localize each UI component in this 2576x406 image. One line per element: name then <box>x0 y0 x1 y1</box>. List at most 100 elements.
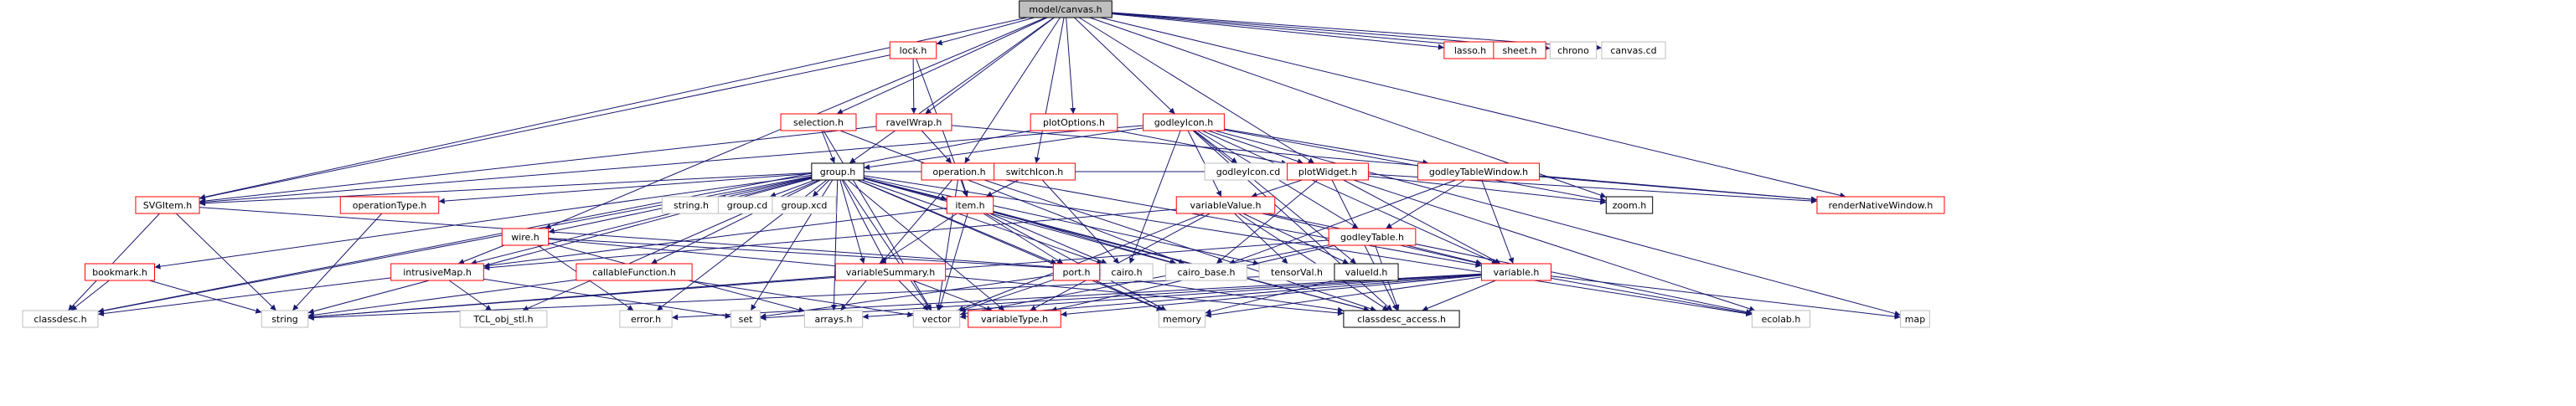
edge-canvas-to-switchIcon <box>1034 17 1065 164</box>
node-box <box>811 162 865 181</box>
node-TCL_obj_stl[interactable]: TCL_obj_stl.h <box>459 310 548 328</box>
node-label: variable.h <box>1494 267 1540 278</box>
edge-item-to-cairo <box>989 213 1107 265</box>
node-box <box>619 310 673 328</box>
node-box <box>1019 0 1112 18</box>
node-label: godleyIcon.cd <box>1216 167 1281 177</box>
node-operation[interactable]: operation.h <box>921 162 998 181</box>
edge-canvas-to-lasso <box>1112 13 1444 50</box>
node-tensorVal[interactable]: tensorVal.h <box>1258 263 1335 281</box>
node-variableValue[interactable]: variableValue.h <box>1175 196 1276 214</box>
node-zoom[interactable]: zoom.h <box>1605 196 1654 214</box>
node-box <box>1816 196 1945 214</box>
edge-selection-to-group <box>821 130 835 164</box>
node-canvascd[interactable]: canvas.cd <box>1601 41 1666 59</box>
node-variableSummary[interactable]: variableSummary.h <box>834 263 947 281</box>
edge-item-to-cairo_base <box>993 211 1177 265</box>
node-string[interactable]: string <box>261 310 309 328</box>
node-map[interactable]: map <box>1900 310 1930 328</box>
edge-selection-to-vector <box>823 130 932 311</box>
node-chrono[interactable]: chrono <box>1549 41 1598 59</box>
node-cairo[interactable]: cairo.h <box>1100 263 1154 281</box>
node-arrays[interactable]: arrays.h <box>803 310 864 328</box>
node-cairo_base[interactable]: cairo_base.h <box>1165 263 1247 281</box>
node-label: variableSummary.h <box>846 267 935 278</box>
edge-plotOptions-to-plotWidget <box>1117 130 1288 166</box>
edge-variable-to-memory <box>1205 276 1482 318</box>
node-godleyIconcd[interactable]: godleyIcon.cd <box>1204 162 1293 181</box>
edge-group-to-ecolab <box>864 175 1753 316</box>
node-renderNativeWindow[interactable]: renderNativeWindow.h <box>1816 196 1945 214</box>
node-label: SVGItem.h <box>143 200 193 211</box>
node-label: arrays.h <box>814 314 852 325</box>
node-SVGItem[interactable]: SVGItem.h <box>135 196 200 214</box>
edge-plotWidget-to-zoom <box>1368 175 1607 205</box>
node-lasso[interactable]: lasso.h <box>1443 41 1497 59</box>
node-errorh[interactable]: error.h <box>619 310 673 328</box>
edge-group-to-memory <box>857 179 1163 311</box>
node-plotOptions[interactable]: plotOptions.h <box>1030 113 1118 131</box>
node-box <box>1334 263 1399 281</box>
node-label: switchIcon.h <box>1006 167 1064 177</box>
node-label: wire.h <box>511 232 539 243</box>
node-classdesc[interactable]: classdesc.h <box>22 310 99 328</box>
node-groupcd[interactable]: group.cd <box>717 196 777 214</box>
node-operationType[interactable]: operationType.h <box>339 196 440 214</box>
node-stringh[interactable]: string.h <box>661 196 721 214</box>
node-box <box>780 113 857 131</box>
node-box <box>1175 196 1276 214</box>
edge-group-to-cairo_base <box>864 178 1176 265</box>
node-label: classdesc.h <box>34 314 86 325</box>
node-godleyIcon[interactable]: godleyIcon.h <box>1143 113 1225 131</box>
node-vector[interactable]: vector <box>912 310 961 328</box>
edge-variable-to-ecolab <box>1551 277 1753 316</box>
node-intrusiveMap[interactable]: intrusiveMap.h <box>390 263 484 281</box>
node-label: bookmark.h <box>92 267 147 278</box>
node-groupxcd[interactable]: group.xcd <box>772 196 837 214</box>
node-plotWidget[interactable]: plotWidget.h <box>1287 162 1369 181</box>
node-selection[interactable]: selection.h <box>780 113 857 131</box>
node-label: port.h <box>1062 267 1090 278</box>
node-item[interactable]: item.h <box>946 196 994 214</box>
node-box <box>1343 310 1460 328</box>
node-label: cairo.h <box>1111 267 1142 278</box>
edge-port-to-vector <box>959 279 1054 312</box>
node-godleyTable[interactable]: godleyTable.h <box>1328 228 1417 246</box>
edge-callableFunction-to-vector <box>688 280 914 318</box>
edge-item-to-assert <box>879 213 958 265</box>
node-sheet[interactable]: sheet.h <box>1493 41 1546 59</box>
node-valueId[interactable]: valueId.h <box>1334 263 1399 281</box>
node-label: group.cd <box>727 200 767 211</box>
edge-intrusiveMap-to-classdesc <box>97 277 391 317</box>
node-variableType[interactable]: variableType.h <box>968 310 1061 328</box>
node-canvas[interactable]: model/canvas.h <box>1019 0 1112 18</box>
edge-godleyTable-to-variable <box>1406 244 1483 265</box>
edge-intrusiveMap-to-set <box>483 278 731 319</box>
node-label: operationType.h <box>353 200 427 211</box>
node-variable[interactable]: variable.h <box>1481 263 1551 281</box>
node-group[interactable]: group.h <box>811 162 865 181</box>
node-godleyTableWindow[interactable]: godleyTableWindow.h <box>1417 162 1541 181</box>
node-memory[interactable]: memory <box>1158 310 1206 328</box>
node-ravelWrap[interactable]: ravelWrap.h <box>875 113 952 131</box>
node-lock[interactable]: lock.h <box>889 41 937 59</box>
node-box <box>946 196 994 214</box>
edge-bookmark-to-classdesc <box>70 280 110 311</box>
node-set[interactable]: set <box>730 310 761 328</box>
node-port[interactable]: port.h <box>1052 263 1101 281</box>
node-label: TCL_obj_stl.h <box>472 314 533 325</box>
edge-group-to-groupxcd <box>812 179 830 198</box>
edge-port-to-classdesc_access <box>1099 275 1344 313</box>
node-ecolab[interactable]: ecolab.h <box>1751 310 1811 328</box>
edge-godleyIcon-to-group <box>864 127 1143 171</box>
edge-group-to-assert <box>839 179 865 265</box>
node-box <box>1900 310 1930 328</box>
node-callableFunction[interactable]: callableFunction.h <box>576 263 693 281</box>
node-bookmark[interactable]: bookmark.h <box>85 263 155 281</box>
node-classdesc_access[interactable]: classdesc_access.h <box>1343 310 1460 328</box>
node-label: item.h <box>955 200 984 211</box>
node-label: zoom.h <box>1613 200 1646 211</box>
node-switchIcon[interactable]: switchIcon.h <box>994 162 1076 181</box>
node-wire[interactable]: wire.h <box>501 228 550 246</box>
